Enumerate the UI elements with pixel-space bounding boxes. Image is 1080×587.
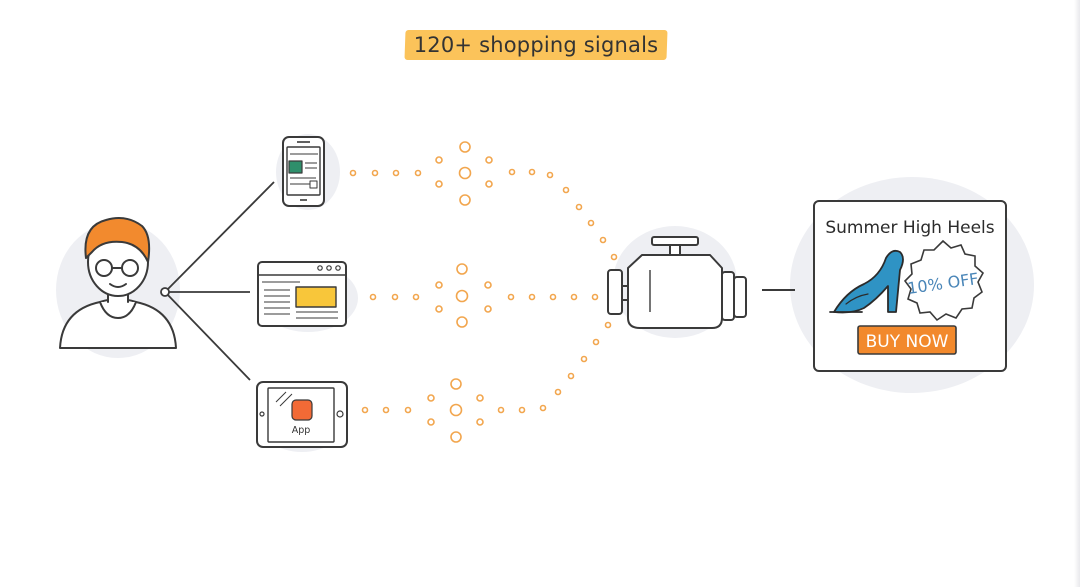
title-banner: 120+ shopping signals bbox=[404, 30, 668, 60]
high-heel-shoe-icon bbox=[829, 249, 904, 314]
title: 120+ shopping signals bbox=[413, 33, 659, 57]
ad-headline: Summer High Heels bbox=[825, 218, 994, 238]
discount-badge-icon bbox=[903, 239, 985, 322]
signal-dots bbox=[349, 141, 618, 443]
right-edge bbox=[1074, 0, 1080, 587]
buy-now-button[interactable]: BUY NOW bbox=[857, 325, 957, 355]
browser-window-icon bbox=[257, 261, 347, 327]
mobile-phone-icon bbox=[282, 136, 325, 207]
engine-icon bbox=[607, 236, 747, 329]
tablet-app-icon bbox=[256, 381, 348, 448]
person-icon bbox=[59, 217, 177, 349]
buy-now-label: BUY NOW bbox=[866, 332, 949, 352]
app-label: App bbox=[292, 425, 311, 436]
connection-lines bbox=[160, 181, 275, 381]
